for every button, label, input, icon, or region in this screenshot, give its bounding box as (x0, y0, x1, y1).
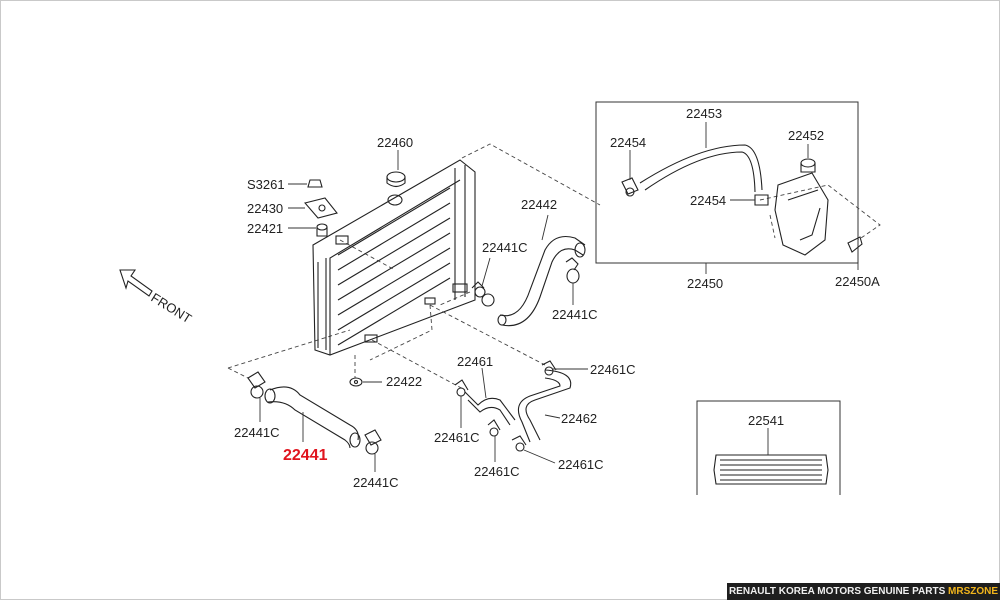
label-22452: 22452 (788, 128, 824, 143)
radiator-cap-22460 (386, 171, 406, 188)
reservoir-cap-22452 (800, 158, 816, 173)
clamp-22454-right (754, 194, 769, 206)
footer-brand: MRSZONE (948, 586, 999, 597)
clamp-22461C-c (487, 419, 501, 437)
clamp-22441C-lower-right (364, 429, 382, 455)
heater-hose-22462 (517, 369, 572, 443)
label-22461C-b: 22461C (590, 362, 636, 377)
label-22453: 22453 (686, 106, 722, 121)
label-22441C-upper: 22441C (482, 240, 528, 255)
label-22450A: 22450A (835, 274, 880, 289)
reservoir-tank (774, 172, 829, 256)
label-22450: 22450 (687, 276, 723, 291)
label-22441C-lower-left: 22441C (234, 425, 280, 440)
label-22454-right: 22454 (690, 193, 726, 208)
label-22442: 22442 (521, 197, 557, 212)
heater-hose-22461 (464, 391, 516, 426)
leader-22461 (481, 367, 487, 399)
clamp-22461C-b (541, 360, 557, 376)
label-22441-highlight: 22441 (283, 447, 328, 464)
filter-22541 (713, 454, 829, 485)
clamp-22441C-lower-left (247, 371, 266, 399)
part-labels: 22460 S3261 22430 22421 22442 22441C 224… (234, 106, 880, 490)
footer-badge: RENAULT KOREA MOTORS GENUINE PARTS MRSZO… (727, 583, 1000, 600)
overflow-hose-22453 (639, 144, 763, 193)
small-parts-left (303, 179, 338, 237)
upper-hose-22442 (497, 235, 586, 327)
footer-text: RENAULT KOREA MOTORS GENUINE PARTS (728, 586, 946, 597)
leader-22441C-a (481, 257, 491, 287)
label-22430: 22430 (247, 201, 283, 216)
front-arrow-icon (119, 269, 153, 297)
leader-22462 (544, 414, 561, 419)
leader-22442 (541, 214, 549, 241)
label-S3261: S3261 (247, 177, 285, 192)
label-22461: 22461 (457, 354, 493, 369)
clip-22450A (847, 236, 863, 253)
label-22461C-c: 22461C (474, 464, 520, 479)
leader-22461C-d (523, 449, 556, 464)
label-22462: 22462 (561, 411, 597, 426)
label-22441C-lower-right: 22441C (353, 475, 399, 490)
filter-box (696, 400, 841, 495)
reservoir-kit-box (595, 101, 859, 264)
label-22541: 22541 (748, 413, 784, 428)
label-22461C-d: 22461C (558, 457, 604, 472)
clamp-22454-left (621, 177, 639, 197)
label-22460: 22460 (377, 135, 413, 150)
label-22422: 22422 (386, 374, 422, 389)
label-22454-left: 22454 (610, 135, 646, 150)
bushing-22422 (349, 377, 363, 387)
label-22421: 22421 (247, 221, 283, 236)
front-label: FRONT (148, 290, 194, 326)
clamp-22461C-d (511, 435, 527, 452)
lower-hose-22441 (264, 386, 361, 449)
clamp-22441C-right (565, 257, 580, 284)
label-22441C-right: 22441C (552, 307, 598, 322)
radiator (312, 159, 476, 356)
label-22461C-a: 22461C (434, 430, 480, 445)
